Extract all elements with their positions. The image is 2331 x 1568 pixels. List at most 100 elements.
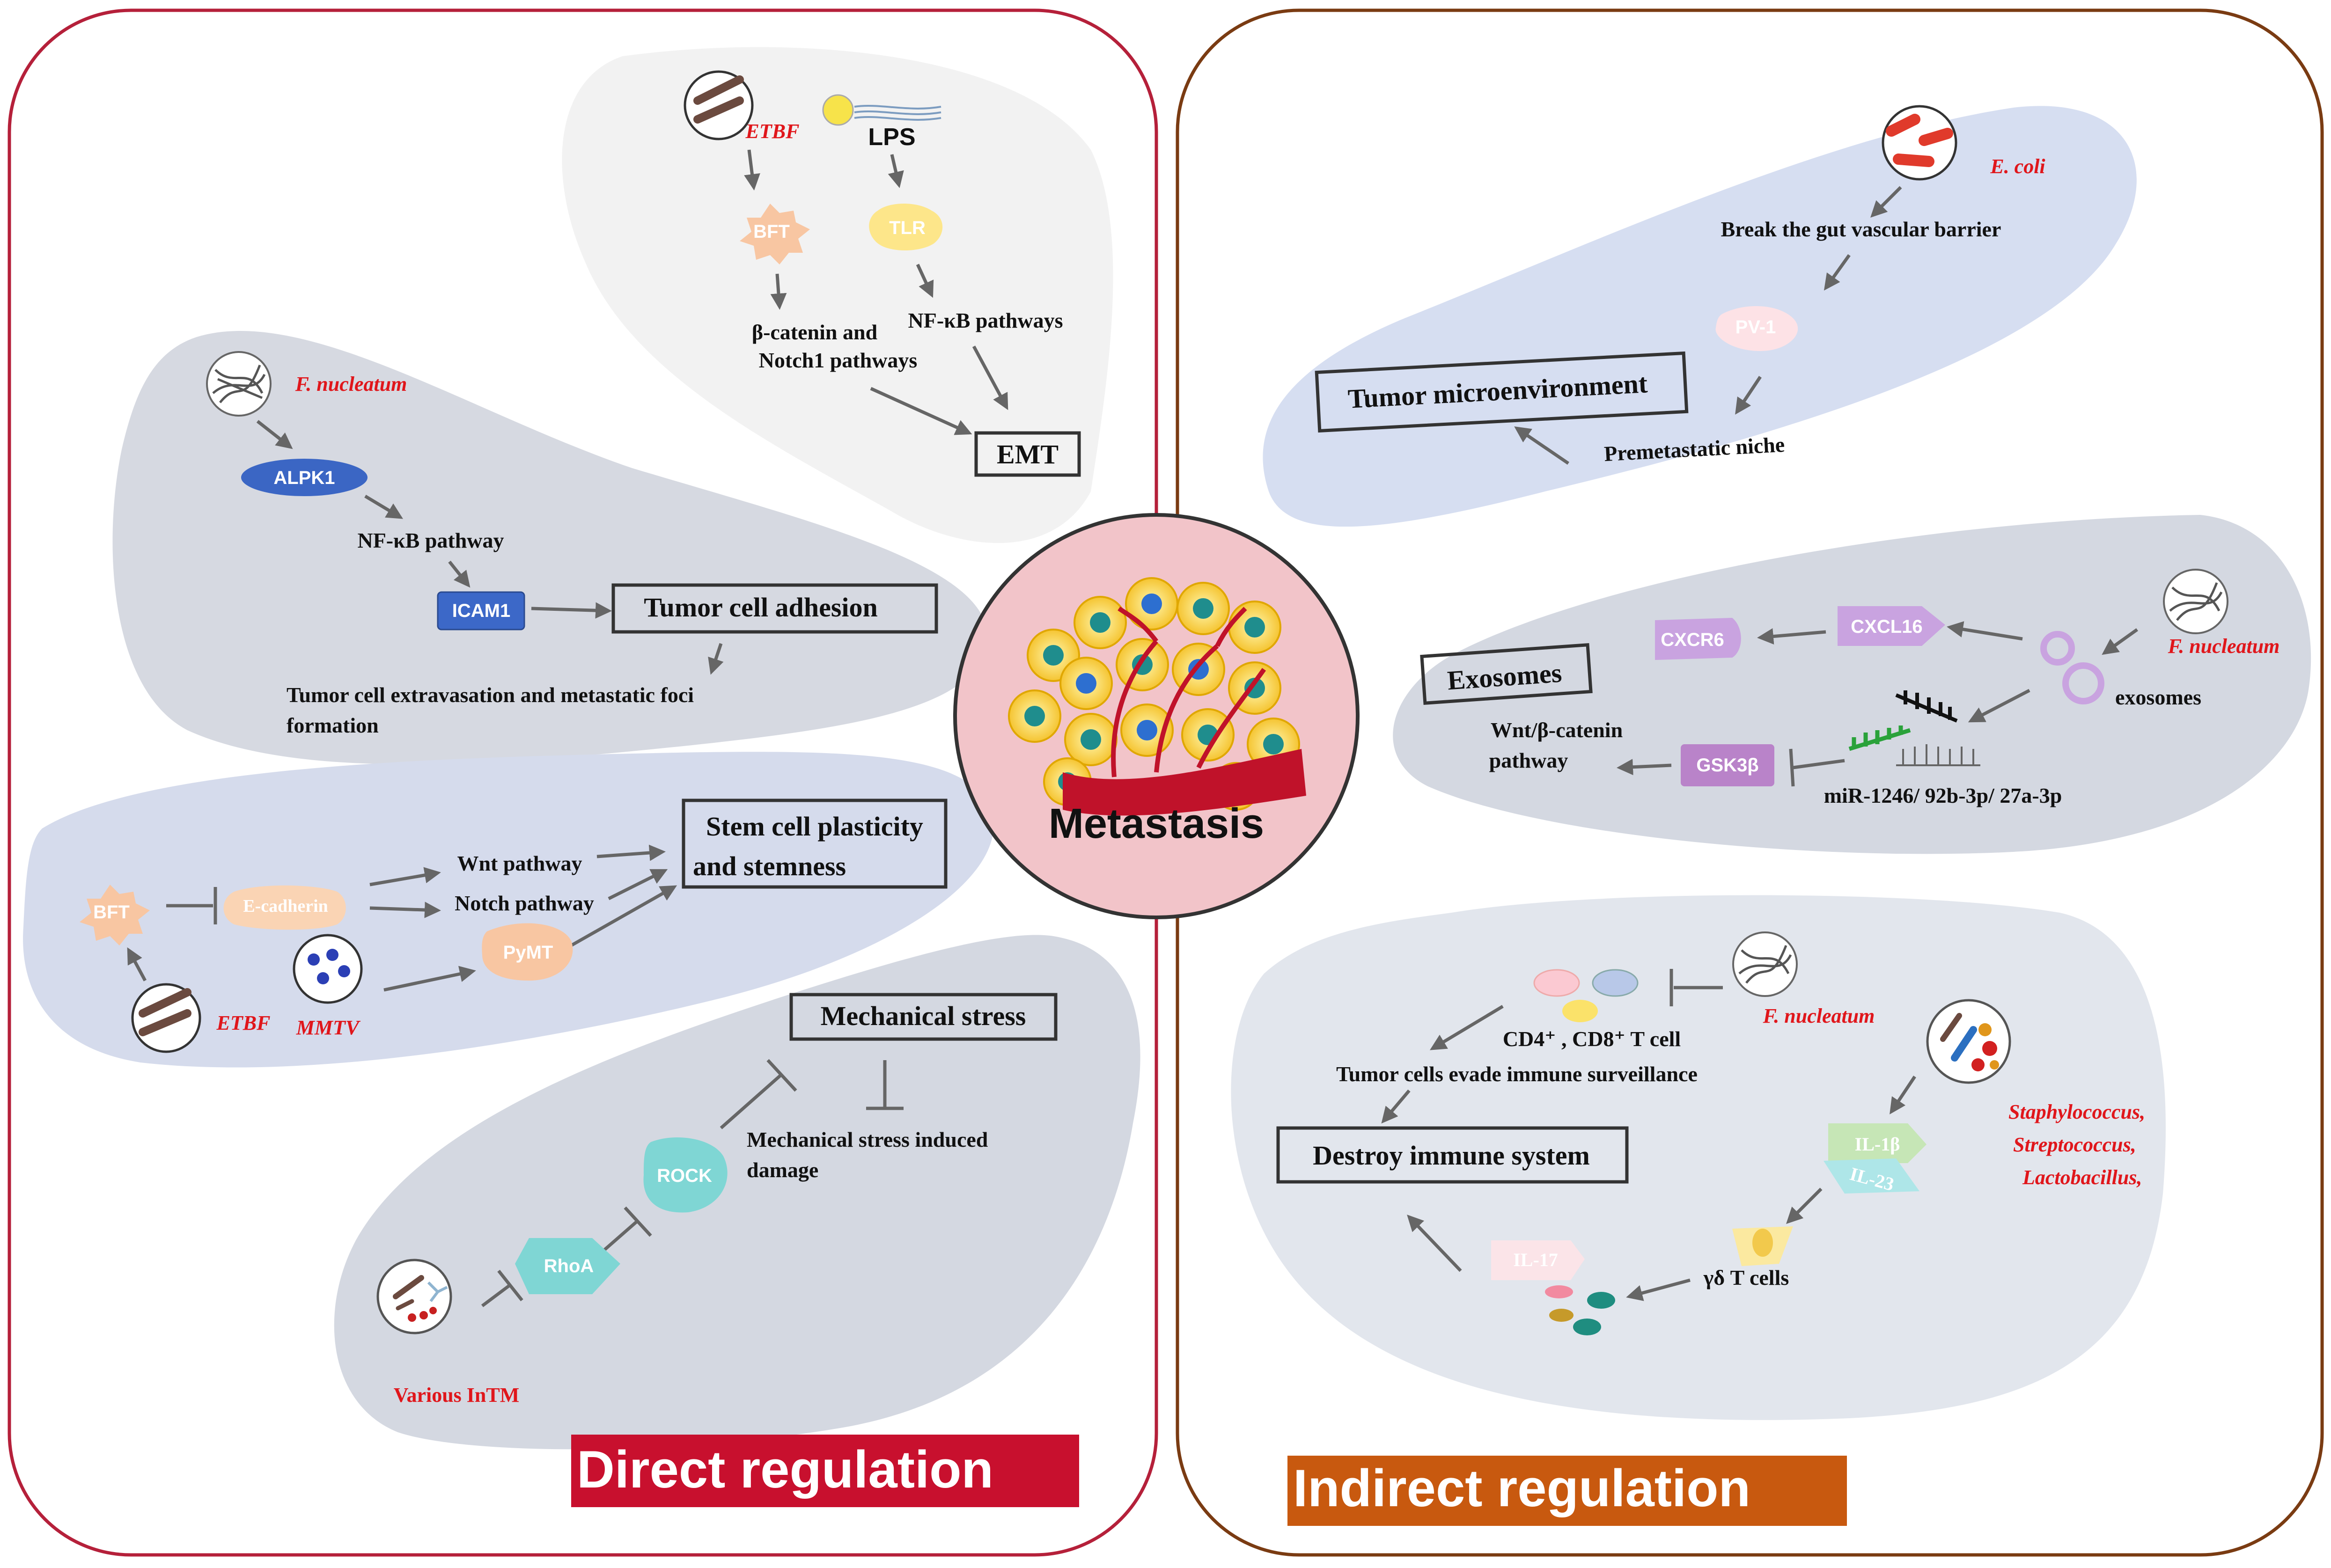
- cxcr6-shape: CXCR6: [1655, 618, 1741, 660]
- metastasis-label: Metastasis: [1049, 800, 1264, 847]
- destroy-immune-box-label: Destroy immune system: [1313, 1140, 1590, 1171]
- lps-icon: [822, 94, 941, 126]
- pv1-shape: PV-1: [1715, 306, 1798, 351]
- il17-shape: IL-17: [1491, 1240, 1585, 1280]
- rock-shape: ROCK: [643, 1137, 728, 1213]
- gd-t-cells-label: γδ T cells: [1703, 1266, 1789, 1290]
- exosome-vesicles: [2040, 631, 2104, 704]
- e-coli-icon: [1882, 105, 1957, 181]
- stemness-box-label-2: and stemness: [693, 851, 846, 881]
- bft-burst: BFT: [740, 204, 810, 264]
- wnt-pathway-label: Wnt pathway: [457, 851, 582, 875]
- il23-shape: IL-23: [1824, 1158, 1919, 1195]
- svg-text:PV-1: PV-1: [1735, 317, 1776, 337]
- cd-cells-label: CD4⁺ , CD8⁺ T cell: [1503, 1027, 1681, 1051]
- svg-text:Direct regulation: Direct regulation: [577, 1440, 993, 1499]
- evade-label: Tumor cells evade immune surveillance: [1336, 1062, 1698, 1086]
- adhesion-nfkb-label: NF-κB pathway: [357, 528, 504, 552]
- emt-box: [974, 431, 1081, 477]
- svg-text:IL-1β: IL-1β: [1855, 1134, 1900, 1155]
- mmtv-label: MMTV: [296, 1016, 361, 1039]
- mixed-bacteria-icon: [1926, 999, 2011, 1084]
- damage-label-2: damage: [747, 1158, 818, 1182]
- exosome-fn-label: F. nucleatum: [2168, 635, 2280, 658]
- barrier-label: Break the gut vascular barrier: [1721, 217, 2001, 241]
- etbf-bacteria-icon: [684, 70, 754, 140]
- svg-text:RhoA: RhoA: [544, 1256, 594, 1276]
- stem-etbf-icon: [131, 983, 201, 1053]
- lactobacillus-label: Lactobacillus,: [2022, 1166, 2142, 1189]
- adhesion-fn-label: F. nucleatum: [295, 373, 407, 396]
- f-nucleatum-icon: [206, 351, 272, 417]
- svg-text:CXCL16: CXCL16: [1851, 616, 1922, 637]
- immune-fn-icon: [1732, 931, 1798, 997]
- mechanical-box: [789, 993, 1058, 1041]
- mechanical-box-label: Mechanical stress: [821, 1001, 1026, 1031]
- emt-region: [562, 47, 1113, 543]
- stem-etbf-label: ETBF: [216, 1011, 271, 1034]
- alpk1-oval: ALPK1: [241, 459, 368, 496]
- extravasation-label-1: Tumor cell extravasation and metastatic …: [287, 683, 694, 707]
- icam1-box: ICAM1: [437, 591, 525, 630]
- mirna-label: miR-1246/ 92b-3p/ 27a-3p: [1824, 784, 2062, 807]
- indirect-regulation-banner: Indirect regulation: [1287, 1456, 1847, 1526]
- tlr-shape: TLR: [869, 204, 943, 250]
- emt-etbf-label: ETBF: [745, 120, 800, 143]
- immune-fn-label: F. nucleatum: [1763, 1004, 1875, 1027]
- e-coli-label: E. coli: [1990, 155, 2045, 178]
- adhesion-region: [112, 331, 988, 764]
- stemness-box: [682, 799, 948, 889]
- adhesion-box: [611, 583, 938, 634]
- vessel-branches: [1111, 606, 1266, 777]
- svg-text:BFT: BFT: [753, 221, 790, 242]
- damage-label-1: Mechanical stress induced: [747, 1128, 988, 1151]
- tme-box: [1315, 351, 1689, 433]
- stemness-region: [23, 752, 994, 1068]
- various-intm-label: Various InTM: [394, 1384, 520, 1407]
- svg-text:Indirect regulation: Indirect regulation: [1293, 1459, 1750, 1517]
- svg-text:PyMT: PyMT: [503, 942, 553, 963]
- adhesion-box-label: Tumor cell adhesion: [644, 592, 878, 623]
- cxcl16-shape: CXCL16: [1838, 606, 1945, 646]
- svg-text:CXCR6: CXCR6: [1661, 630, 1724, 650]
- wnt-catenin-label-2: pathway: [1489, 748, 1568, 772]
- pymt-shape: PyMT: [482, 923, 573, 981]
- various-intm-icon: [376, 1259, 452, 1334]
- svg-text:E-cadherin: E-cadherin: [243, 896, 328, 916]
- svg-text:ROCK: ROCK: [657, 1165, 712, 1186]
- svg-text:IL-17: IL-17: [1513, 1249, 1558, 1270]
- gd-t-cells-icon: [1732, 1226, 1793, 1266]
- svg-text:GSK3β: GSK3β: [1696, 755, 1758, 776]
- blood-vessel: [1063, 749, 1306, 816]
- extravasation-label-2: formation: [287, 713, 379, 737]
- stem-bft-burst: BFT: [80, 885, 150, 945]
- svg-text:TLR: TLR: [889, 218, 926, 238]
- lps-label: LPS: [868, 124, 915, 151]
- svg-text:ICAM1: ICAM1: [452, 601, 510, 621]
- emt-box-label: EMT: [997, 439, 1059, 469]
- metastasis-center: Metastasis: [953, 513, 1360, 919]
- exosomes-label: exosomes: [2115, 685, 2201, 709]
- mechanical-region: [334, 935, 1140, 1450]
- nfkb-pathways-label: NF-κB pathways: [908, 308, 1063, 332]
- streptococcus-label: Streptococcus,: [2013, 1133, 2136, 1156]
- beta-catenin-label-1: β-catenin and: [752, 320, 878, 344]
- il1b-shape: IL-1β: [1828, 1123, 1927, 1163]
- destroy-immune-box: [1276, 1126, 1629, 1184]
- wnt-catenin-label-1: Wnt/β-catenin: [1491, 718, 1623, 742]
- staphylococcus-label: Staphylococcus,: [2008, 1100, 2145, 1123]
- rhoa-pentagon: RhoA: [515, 1238, 620, 1294]
- mmtv-icon: [293, 934, 363, 1004]
- beta-catenin-label-2: Notch1 pathways: [759, 348, 918, 372]
- direct-regulation-banner: Direct regulation: [571, 1435, 1079, 1507]
- notch-pathway-label: Notch pathway: [455, 891, 594, 915]
- mirna-structures: [1848, 690, 1980, 766]
- exosome-fn-icon: [2163, 569, 2228, 634]
- t-cells-icon: [1533, 969, 1639, 1022]
- e-cadherin-shape: E-cadherin: [223, 885, 346, 930]
- stemness-box-label-1: Stem cell plasticity: [706, 811, 923, 842]
- svg-text:ALPK1: ALPK1: [273, 468, 335, 488]
- cytokine-dots: [1545, 1285, 1615, 1335]
- exosomes-box: [1420, 643, 1593, 705]
